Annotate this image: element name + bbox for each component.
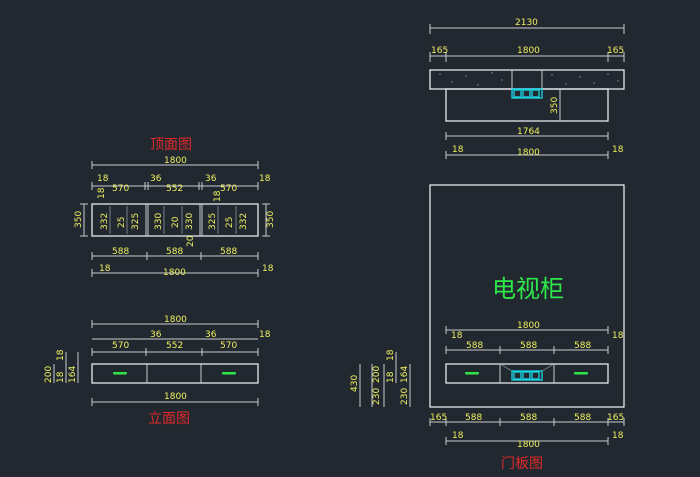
door-handle-1 — [465, 372, 479, 375]
door-d3-dim: 588 — [574, 341, 591, 351]
door-d1-dim: 588 — [466, 341, 483, 351]
tv-cabinet — [445, 88, 609, 122]
door-device — [511, 370, 543, 381]
top-b18l-dim: 18 — [99, 264, 111, 274]
door-b1800-dim: 1800 — [517, 440, 540, 450]
door-view-title: 门板图 — [501, 456, 543, 472]
top-c2a-dim: 330 — [154, 213, 164, 230]
front-200-dim: 200 — [44, 366, 54, 383]
door-200-dim: 200 — [372, 366, 382, 383]
door-s588a-dim: 588 — [465, 413, 482, 423]
top-total-dim: 1800 — [164, 156, 187, 166]
top-c1b-dim: 25 — [117, 217, 127, 228]
front-570-b-dim: 570 — [220, 341, 237, 351]
top-18-left-dim: 18 — [97, 174, 109, 184]
tv-bottom-right-dim: 18 — [612, 145, 624, 155]
tv-device — [511, 88, 543, 99]
door-top18l-dim: 18 — [451, 331, 463, 341]
front-view: 1800 36 36 18 570 552 570 200 18 18 164 … — [44, 315, 271, 427]
door-230b-dim: 230 — [400, 388, 410, 405]
top-view: 顶面图 1800 18 570 36 552 36 570 18 332 25 … — [74, 137, 276, 278]
door-handle-2 — [574, 372, 588, 375]
door-top18r-dim: 18 — [612, 331, 624, 341]
top-36-a-dim: 36 — [150, 174, 162, 184]
top-c2c-dim: 330 — [185, 213, 195, 230]
top-d1-dim: 588 — [112, 247, 129, 257]
top-c1a-dim: 332 — [100, 213, 110, 230]
top-view-body — [91, 203, 259, 237]
door-18b-dim: 18 — [386, 349, 396, 361]
door-d2-dim: 588 — [520, 341, 537, 351]
door-430-dim: 430 — [350, 375, 360, 392]
door-s165l-dim: 165 — [430, 413, 447, 423]
tv-speckle — [439, 72, 619, 86]
tv-total-dim: 2130 — [515, 18, 538, 28]
door-s165r-dim: 165 — [607, 413, 624, 423]
front-164-dim: 164 — [68, 366, 78, 383]
front-36-a-dim: 36 — [150, 330, 162, 340]
top-552-dim: 552 — [166, 184, 183, 194]
door-b18r-dim: 18 — [612, 431, 624, 441]
cabinet-label: 电视柜 — [492, 275, 564, 303]
front-36-b-dim: 36 — [205, 330, 217, 340]
front-handle-2 — [222, 372, 236, 375]
top-b1800-dim: 1800 — [163, 268, 186, 278]
top-c3a-dim: 325 — [208, 213, 218, 230]
top-v20-dim: 20 — [186, 235, 196, 247]
door-s588b-dim: 588 — [520, 413, 537, 423]
front-570-a-dim: 570 — [112, 341, 129, 351]
front-552-dim: 552 — [166, 341, 183, 351]
top-570-b-dim: 570 — [220, 184, 237, 194]
top-d2-dim: 588 — [166, 247, 183, 257]
top-c3b-dim: 25 — [225, 217, 235, 228]
tv-side-left-dim: 165 — [431, 46, 448, 56]
tv-body — [429, 69, 625, 90]
front-bottom-dim: 1800 — [164, 392, 187, 402]
tv-plan-view: 2130 165 1800 165 350 1764 18 — [429, 18, 625, 159]
top-c3c-dim: 332 — [239, 213, 249, 230]
tv-inner-dim: 1764 — [517, 127, 540, 137]
door-cabinet — [445, 363, 609, 384]
front-view-body — [91, 363, 259, 384]
top-18-right-dim: 18 — [259, 174, 271, 184]
front-handle-1 — [113, 372, 127, 375]
top-b18r-dim: 18 — [262, 264, 274, 274]
door-230-dim: 230 — [372, 388, 382, 405]
front-18-right-dim: 18 — [259, 330, 271, 340]
tv-depth-dim: 350 — [550, 97, 560, 114]
top-36-b-dim: 36 — [205, 174, 217, 184]
door-view: 电视柜 18 1800 18 588 588 588 430 230 200 1… — [350, 184, 625, 472]
top-570-a-dim: 570 — [112, 184, 129, 194]
door-top1800-dim: 1800 — [517, 321, 540, 331]
tv-side-right-dim: 165 — [607, 46, 624, 56]
door-164-dim: 164 — [400, 366, 410, 383]
door-b18l-dim: 18 — [452, 431, 464, 441]
top-c2b-dim: 20 — [171, 216, 181, 228]
tv-bottom-left-dim: 18 — [452, 145, 464, 155]
tv-mid-dim: 1800 — [517, 46, 540, 56]
top-depth-left-dim: 350 — [74, 211, 84, 228]
top-v18a-dim: 18 — [97, 187, 107, 199]
door-18a-dim: 18 — [386, 371, 396, 383]
top-depth-right-dim: 350 — [266, 211, 276, 228]
wall-panel — [429, 184, 625, 408]
top-v18b-dim: 18 — [213, 190, 223, 202]
top-view-title: 顶面图 — [150, 137, 192, 153]
top-c1c-dim: 325 — [131, 213, 141, 230]
door-s588c-dim: 588 — [574, 413, 591, 423]
front-18a-dim: 18 — [56, 371, 66, 383]
front-total-dim: 1800 — [164, 315, 187, 325]
front-view-title: 立面图 — [148, 411, 190, 427]
front-18b-dim: 18 — [56, 349, 66, 361]
top-d3-dim: 588 — [220, 247, 237, 257]
tv-bottom-mid-dim: 1800 — [517, 148, 540, 158]
